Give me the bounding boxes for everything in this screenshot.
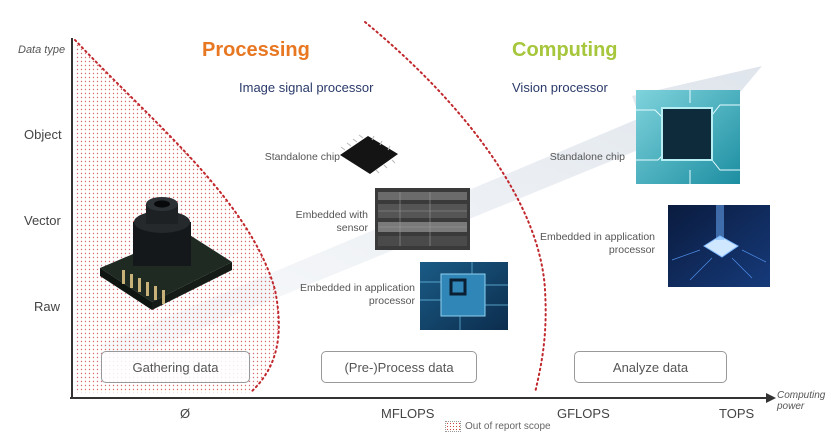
isp-standalone-label: Standalone chip (264, 151, 340, 163)
stage-analyze-data: Analyze data (574, 351, 727, 383)
x-axis-arrowhead (766, 393, 776, 403)
x-tick-gflops: GFLOPS (557, 406, 610, 421)
computing-subtitle: Vision processor (512, 80, 608, 95)
stage-gathering-data: Gathering data (101, 351, 250, 383)
x-tick-mflops: MFLOPS (381, 406, 435, 421)
legend-swatch (445, 421, 461, 432)
isp-embedded-sensor-label: Embedded with sensor (295, 209, 368, 234)
x-axis-title: Computing power (777, 390, 826, 412)
isp-embedded-app-label: Embedded in application processor (300, 282, 415, 307)
isp-embedded-app-processor-image (420, 262, 508, 330)
computing-heading: Computing (512, 39, 618, 61)
stage-preprocess-data: (Pre-)Process data (321, 351, 477, 383)
x-tick-tops: TOPS (719, 406, 755, 421)
y-axis-title: Data type (18, 44, 66, 56)
vp-embedded-app-label: Embedded in application processor (540, 231, 655, 256)
x-tick-zero: Ø (180, 406, 191, 421)
legend: Out of report scope (445, 421, 551, 432)
y-tick-raw: Raw (34, 299, 61, 314)
vp-embedded-app-processor-image (668, 205, 770, 287)
vp-standalone-label: Standalone chip (549, 151, 625, 163)
camera-module-image (100, 197, 232, 310)
processing-heading: Processing (202, 39, 310, 61)
vp-standalone-chip-image (636, 90, 740, 184)
processing-subtitle: Image signal processor (239, 80, 374, 95)
isp-embedded-sensor-image (375, 188, 470, 250)
legend-label: Out of report scope (465, 421, 551, 432)
y-tick-object: Object (24, 127, 62, 142)
isp-standalone-chip-image (340, 134, 398, 174)
y-tick-vector: Vector (24, 213, 61, 228)
computing-boundary (364, 21, 547, 394)
